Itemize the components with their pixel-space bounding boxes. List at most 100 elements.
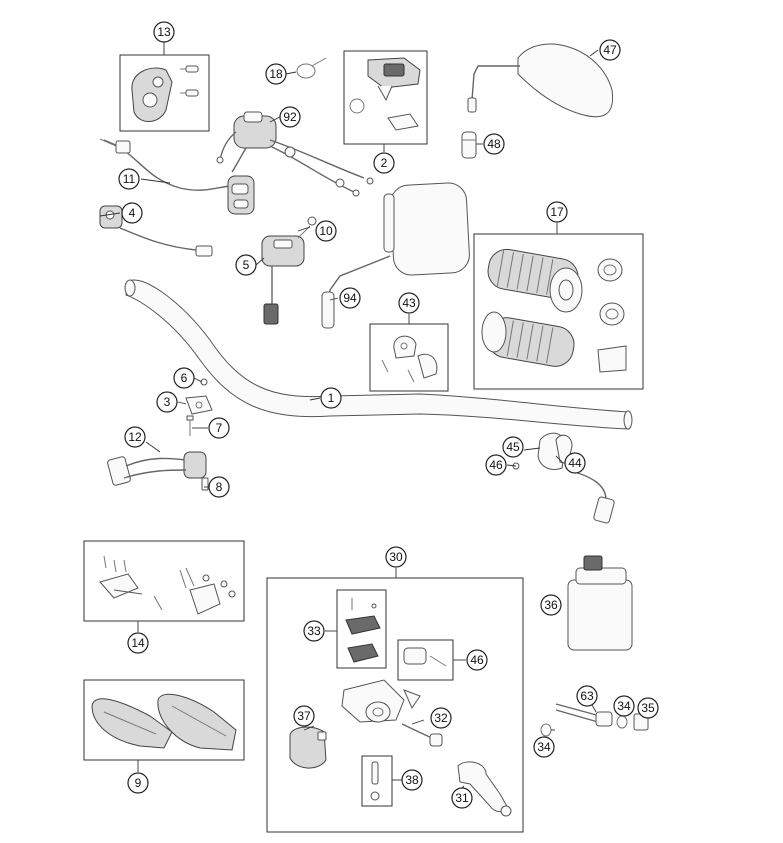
callout-3: 3 (156, 391, 178, 413)
callout-33: 33 (303, 620, 325, 642)
callout-35: 35 (637, 697, 659, 719)
callout-92-label: 92 (283, 110, 297, 124)
callout-18-label: 18 (269, 67, 283, 81)
callout-8: 8 (208, 476, 230, 498)
mirror-adapter-48 (461, 131, 477, 159)
callout-9: 9 (127, 772, 149, 794)
callout-46-b: 46 (466, 649, 488, 671)
switch-5 (261, 216, 317, 325)
callout-38-label: 38 (405, 773, 419, 787)
box-2 (343, 50, 428, 145)
callout-45: 45 (502, 436, 524, 458)
handlebar (124, 279, 633, 430)
callout-12: 12 (124, 426, 146, 448)
callout-48: 48 (483, 133, 505, 155)
callout-34: 34 (613, 695, 635, 717)
callout-31: 31 (451, 787, 473, 809)
callout-2: 2 (373, 152, 395, 174)
callout-32-label: 32 (434, 711, 448, 725)
callout-34-b: 34 (533, 736, 555, 758)
callout-34-label: 34 (617, 699, 631, 713)
switch-wiring-11 (99, 138, 255, 215)
callout-92: 92 (279, 106, 301, 128)
callout-47-label: 47 (603, 43, 617, 57)
callout-10-label: 10 (319, 224, 333, 238)
handguards-9 (91, 693, 237, 751)
callout-33-label: 33 (307, 624, 321, 638)
callout-45-label: 45 (506, 440, 520, 454)
callout-5: 5 (235, 254, 257, 276)
switch-housing-13 (131, 65, 199, 122)
callout-32: 32 (430, 707, 452, 729)
cover-37 (289, 726, 327, 769)
piston-32 (401, 723, 443, 747)
callout-43: 43 (398, 292, 420, 314)
callout-6-label: 6 (181, 371, 188, 385)
box-43 (369, 323, 449, 392)
callout-43-label: 43 (402, 296, 416, 310)
callout-47: 47 (599, 39, 621, 61)
callout-11: 11 (118, 168, 140, 190)
callout-4-label: 4 (129, 206, 136, 220)
callout-10: 10 (315, 220, 337, 242)
box-13 (119, 54, 210, 132)
callout-37: 37 (293, 705, 315, 727)
callout-11-label: 11 (123, 172, 136, 186)
box-33 (336, 589, 387, 669)
callout-94-label: 94 (343, 291, 357, 305)
box-30 (266, 577, 524, 833)
callout-38: 38 (401, 769, 423, 791)
callout-46-b-label: 46 (470, 653, 484, 667)
callout-44: 44 (564, 452, 586, 474)
throttle-housing-92 (216, 111, 374, 197)
clamp-46 (403, 647, 447, 667)
clamp-43 (381, 335, 438, 383)
callout-14: 14 (127, 632, 149, 654)
callout-12-label: 12 (128, 430, 142, 444)
bracket-kit-14 (99, 555, 236, 615)
callout-94: 94 (339, 287, 361, 309)
callout-7: 7 (208, 417, 230, 439)
switch-wiring-12 (107, 451, 209, 491)
callout-7-label: 7 (216, 421, 223, 435)
grips-17 (481, 248, 627, 373)
callout-13-label: 13 (157, 25, 171, 39)
cable-tie-18 (296, 57, 327, 79)
box-14 (83, 540, 245, 622)
callout-46-label: 46 (489, 458, 503, 472)
mirror-94 (321, 182, 470, 329)
master-cylinder-30 (341, 679, 421, 723)
callout-14-label: 14 (131, 636, 145, 650)
callout-8-label: 8 (216, 480, 223, 494)
callout-48-label: 48 (487, 137, 501, 151)
box-17 (473, 233, 644, 390)
callout-3-label: 3 (164, 395, 171, 409)
callout-46: 46 (485, 454, 507, 476)
callout-1-label: 1 (328, 391, 335, 405)
brake-lever-31 (457, 761, 512, 817)
callout-30: 30 (385, 546, 407, 568)
pin-kit-38 (370, 761, 380, 801)
callout-4: 4 (121, 202, 143, 224)
callout-2-label: 2 (381, 156, 388, 170)
callout-17: 17 (546, 201, 568, 223)
callout-18: 18 (265, 63, 287, 85)
kill-switch-4 (99, 205, 213, 257)
callout-13: 13 (153, 21, 175, 43)
callout-30-label: 30 (389, 550, 403, 564)
callout-9-label: 9 (135, 776, 142, 790)
callout-44-label: 44 (568, 456, 582, 470)
oil-bottle-36 (567, 555, 633, 651)
callout-31-label: 31 (455, 791, 469, 805)
callout-63: 63 (576, 685, 598, 707)
callout-37-label: 37 (297, 709, 311, 723)
box-38 (361, 755, 393, 807)
callout-34-b-label: 34 (537, 740, 551, 754)
mirror-47 (467, 43, 614, 118)
switch-unit-2 (349, 57, 421, 131)
callout-63-label: 63 (580, 689, 594, 703)
reservoir-cap-33 (345, 598, 381, 663)
callout-36-label: 36 (544, 598, 558, 612)
callout-17-label: 17 (550, 205, 564, 219)
